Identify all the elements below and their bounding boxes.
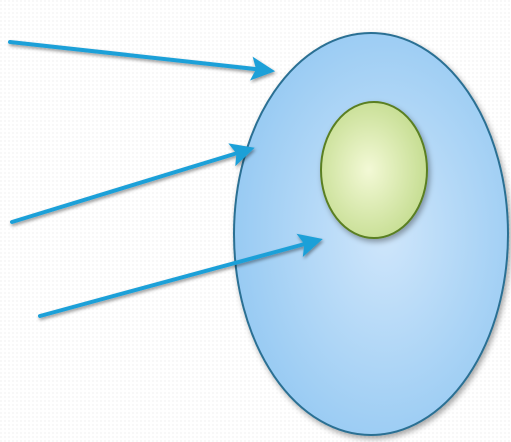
- arrow-bottom: [38, 233, 323, 318]
- arrow-top: [8, 40, 276, 81]
- arrow-middle: [10, 143, 255, 224]
- nucleus-ellipse: [320, 101, 428, 239]
